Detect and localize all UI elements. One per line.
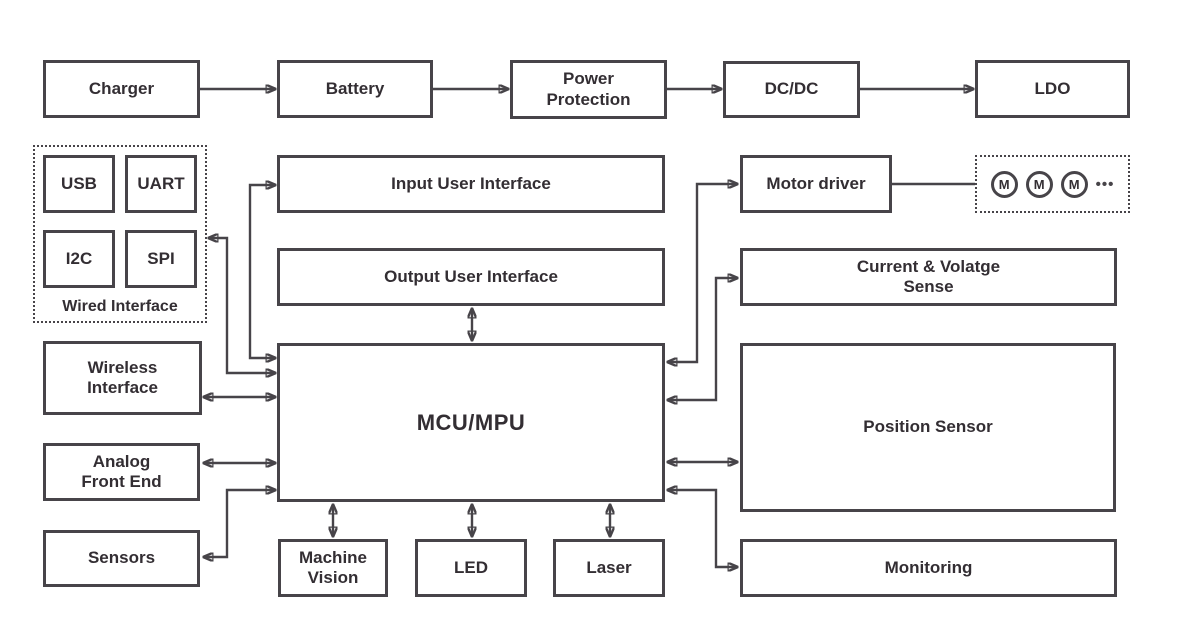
motor-icon: M [990,170,1018,198]
motor-icon: M [1025,170,1053,198]
block-charger: Charger [43,60,200,118]
connector-mcu-current-voltage-sense [668,278,737,400]
block-machine-vision: Machine Vision [278,539,388,597]
connector-mcu-sensors [204,490,275,557]
block-dcdc: DC/DC [723,61,860,118]
block-analog-front-end: Analog Front End [43,443,200,501]
connector-mcu-input-user-interface [248,185,275,358]
block-sensors: Sensors [43,530,200,587]
block-input-user-interface: Input User Interface [277,155,665,213]
block-wireless-interface: Wireless Interface [43,341,202,415]
block-battery: Battery [277,60,433,118]
motors-group: M M M ••• [975,155,1130,213]
block-current-voltage-sense: Current & Volatge Sense [740,248,1117,306]
block-uart: UART [125,155,197,213]
connector-mcu-monitoring [668,490,737,567]
block-led: LED [415,539,527,597]
block-power-protection: Power Protection [510,60,667,119]
block-position-sensor: Position Sensor [740,343,1116,512]
block-mcu-mpu: MCU/MPU [277,343,665,502]
connector-mcu-wired-interface [209,238,275,373]
wired-interface-label: Wired Interface [62,298,178,315]
block-usb: USB [43,155,115,213]
block-motor-driver: Motor driver [740,155,892,213]
block-laser: Laser [553,539,665,597]
motors-ellipsis-icon: ••• [1095,175,1115,193]
motor-icon: M [1060,170,1088,198]
block-output-user-interface: Output User Interface [277,248,665,306]
block-monitoring: Monitoring [740,539,1117,597]
block-ldo: LDO [975,60,1130,118]
block-spi: SPI [125,230,197,288]
connector-mcu-motor-driver [668,184,737,362]
block-i2c: I2C [43,230,115,288]
